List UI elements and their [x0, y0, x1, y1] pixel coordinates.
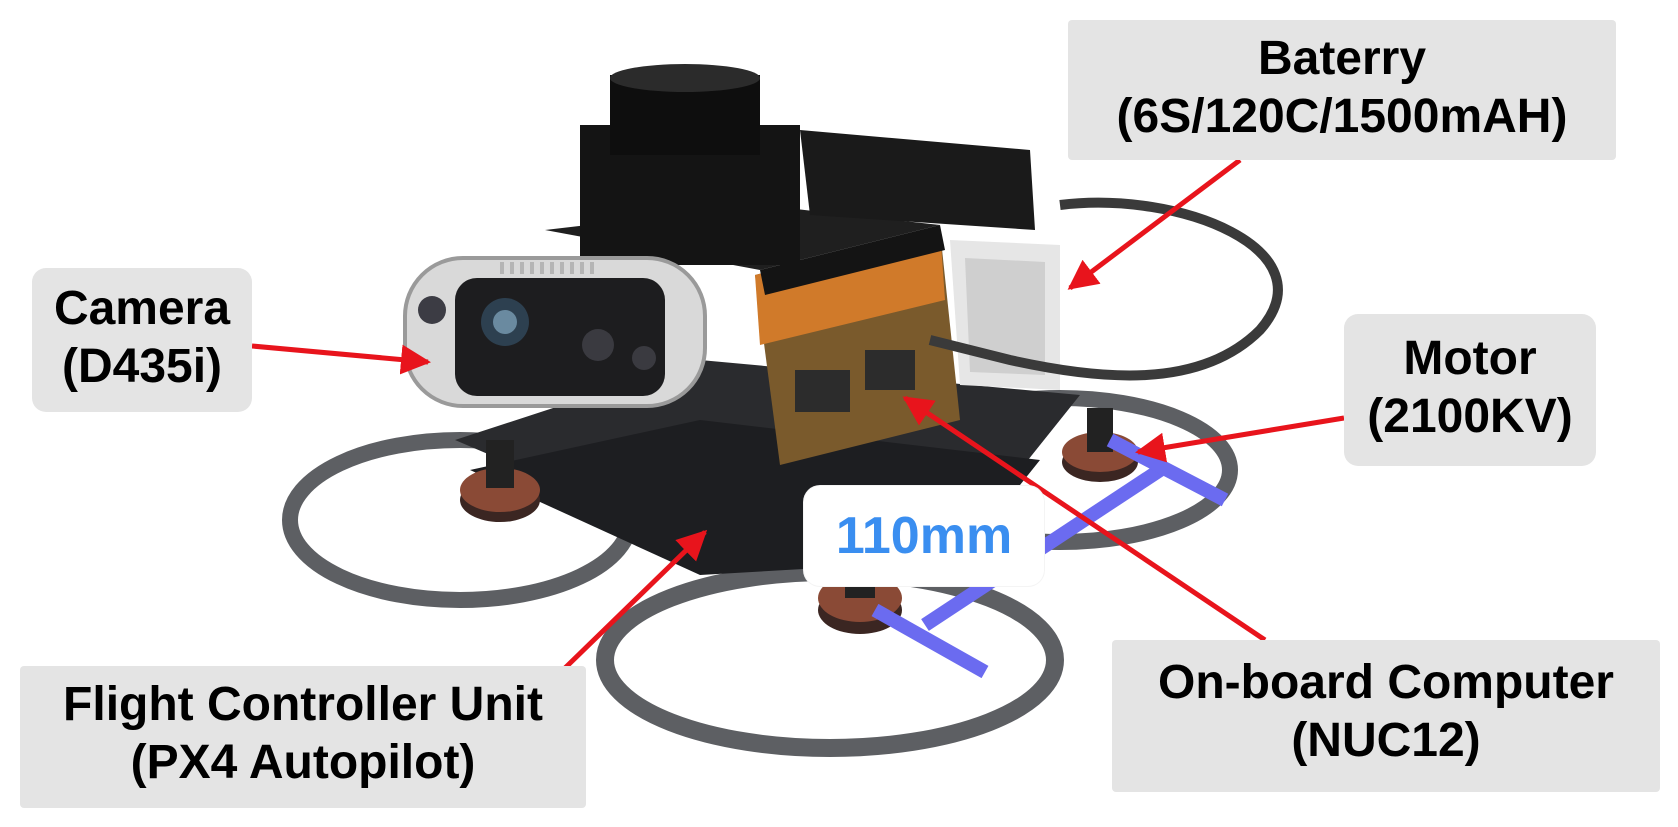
camera-label: Camera (D435i)	[32, 268, 252, 412]
motor-label-name: Motor	[1403, 332, 1537, 385]
fcu-arrow	[563, 529, 708, 670]
camera-label-name: Camera	[53, 282, 231, 335]
motor-arrow	[1135, 415, 1345, 463]
flight-controller-label-name: Flight Controller Unit	[63, 678, 543, 731]
onboard-computer-label-name: On-board Computer	[1158, 656, 1614, 709]
battery-arrow	[1067, 158, 1242, 290]
computer-arrow	[902, 395, 1267, 643]
motor-left	[460, 440, 540, 522]
flight-controller-label-spec: (PX4 Autopilot)	[130, 736, 476, 789]
flight-controller-label: Flight Controller Unit (PX4 Autopilot)	[20, 666, 586, 808]
battery-label-spec: (6S/120C/1500mAH)	[1116, 90, 1568, 143]
dimension-label: 110mm	[804, 486, 1044, 586]
battery-pack	[800, 130, 1060, 390]
camera-arrow	[251, 343, 431, 375]
battery-label-name: Baterry	[1257, 32, 1427, 85]
camera-label-model: (D435i)	[61, 340, 223, 393]
annotation-arrows	[251, 158, 1345, 670]
onboard-computer-label-spec: (NUC12)	[1291, 714, 1481, 767]
motor-label: Motor (2100KV)	[1344, 314, 1596, 466]
motor-label-spec: (2100KV)	[1367, 390, 1573, 443]
battery-label: Baterry (6S/120C/1500mAH)	[1068, 20, 1616, 160]
depth-camera	[403, 256, 707, 408]
onboard-computer-label: On-board Computer (NUC12)	[1112, 640, 1660, 792]
upper-camera-module	[580, 64, 800, 265]
